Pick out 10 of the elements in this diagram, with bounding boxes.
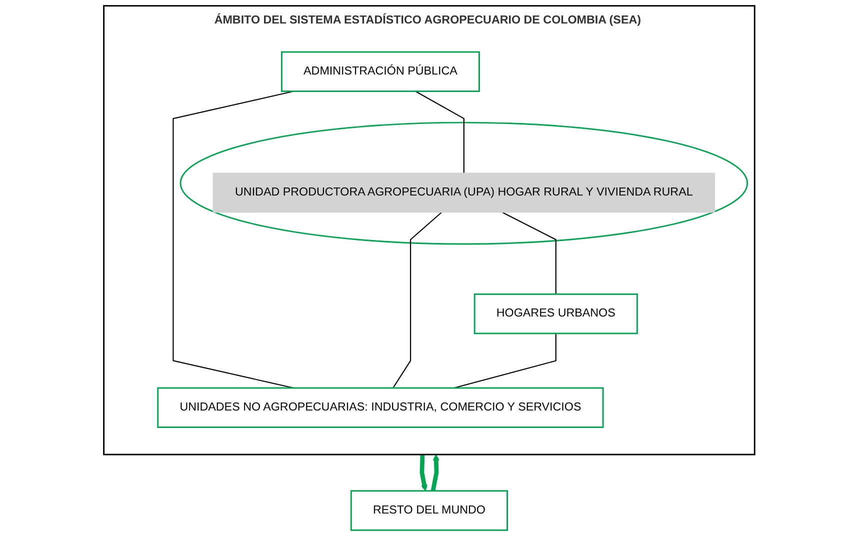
node-box: UNIDADES NO AGROPECUARIAS: INDUSTRIA, COMERCIO Y SERVICIOS: [156, 387, 604, 428]
connector: [502, 212, 556, 294]
arrow: [430, 454, 440, 492]
node-box: HOGARES URBANOS: [474, 293, 638, 334]
node-box: RESTO DEL MUNDO: [350, 490, 508, 531]
node-box: ADMINISTRACIÓN PÚBLICA: [280, 51, 480, 92]
node-box: UNIDAD PRODUCTORA AGROPECUARIA (UPA) HOGAR RURAL Y VIVIENDA RURAL: [212, 172, 715, 213]
connector: [392, 212, 442, 388]
arrow: [420, 454, 428, 492]
connector: [414, 90, 464, 174]
